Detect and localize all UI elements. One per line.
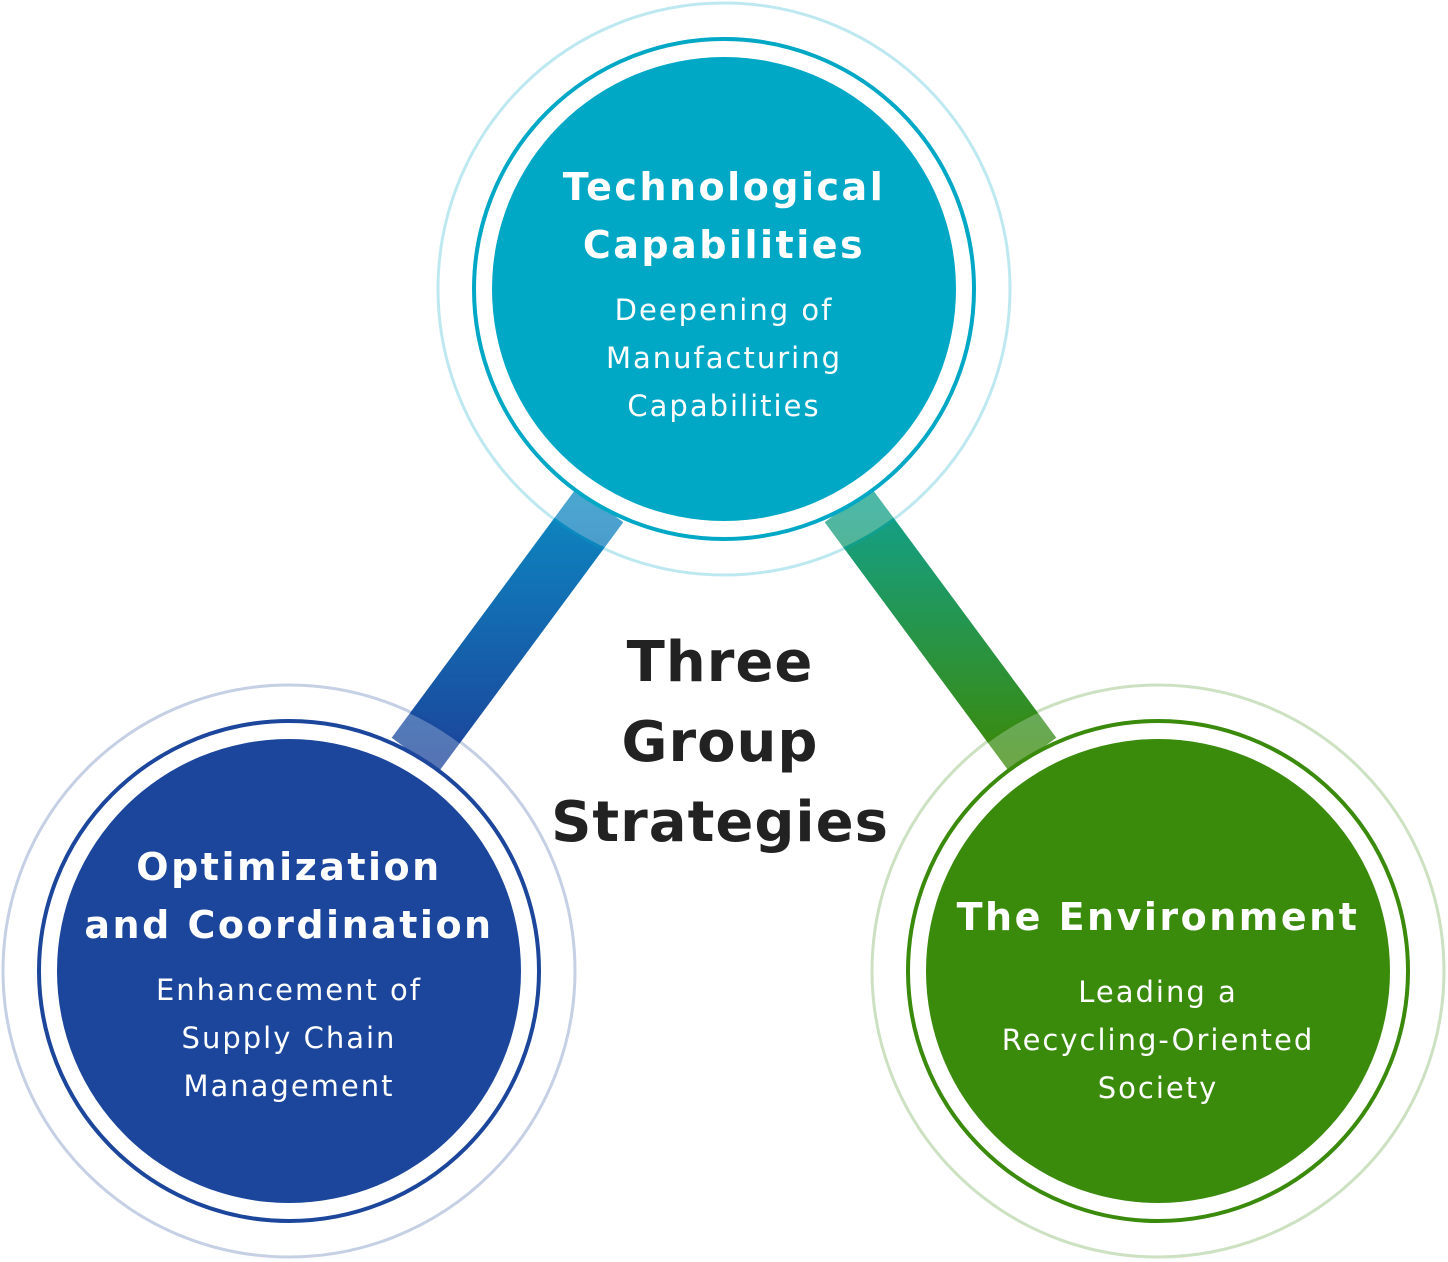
opt-fill-circle (57, 739, 521, 1203)
env-text-block: The Environment Leading a Recycling-Orie… (938, 888, 1378, 1112)
node-technology (436, 1, 1012, 577)
env-fill-circle (926, 739, 1390, 1203)
node-environment (870, 683, 1446, 1259)
tech-text-block: Technological Capabilities Deepening of … (524, 158, 924, 430)
opt-subtitle: Enhancement of Supply Chain Management (155, 973, 423, 1103)
env-title: The Environment (956, 895, 1360, 939)
center-title: Three Group Strategies (551, 630, 889, 855)
tech-subtitle: Deepening of Manufacturing Capabilities (606, 293, 842, 423)
node-optimization (1, 683, 577, 1259)
tech-title: Technological Capabilities (562, 165, 886, 267)
env-subtitle: Leading a Recycling-Oriented Society (1001, 975, 1315, 1105)
connector-right (824, 487, 1057, 773)
opt-title: Optimization and Coordination (84, 845, 494, 947)
opt-text-block: Optimization and Coordination Enhancemen… (69, 838, 509, 1110)
tech-fill-circle (492, 57, 956, 521)
connector-left (391, 487, 624, 773)
